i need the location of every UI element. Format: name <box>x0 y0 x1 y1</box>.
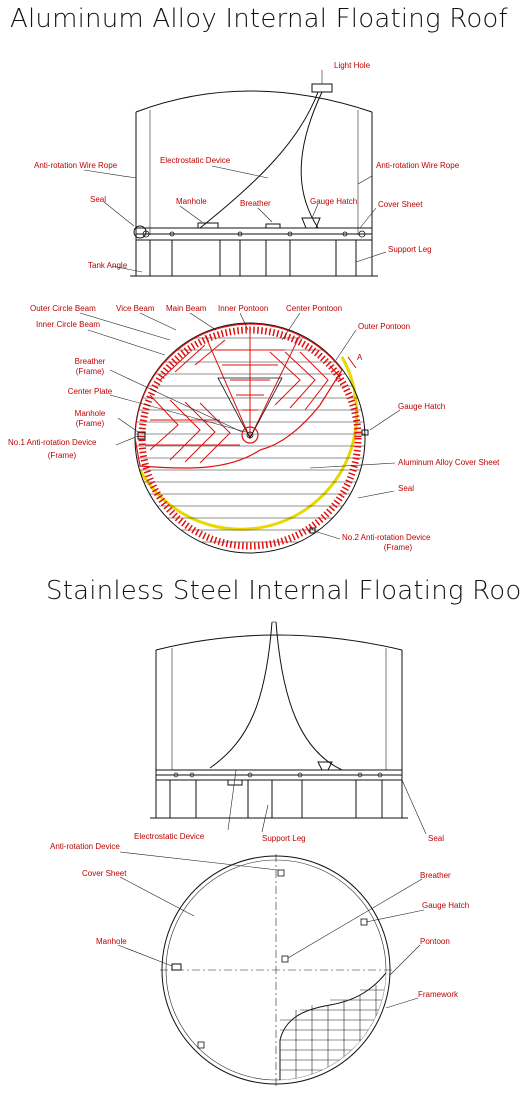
light-hole-icon <box>311 83 333 93</box>
framework-grid <box>279 958 386 1080</box>
no2-anti-rotation-device-icon <box>309 527 316 534</box>
outer-pontoon-label: Outer Pontoon <box>358 322 410 331</box>
electrostatic-device-label: Electrostatic Device <box>160 156 231 165</box>
anti-rotation-left-label: Anti-rotation Wire Rope <box>34 161 118 170</box>
light-hole-label: Light Hole <box>334 61 371 70</box>
section-a-label-2: A <box>336 374 342 383</box>
ss-breather-label: Breather <box>420 871 451 880</box>
aluminum-elevation: Light Hole Anti-rotation Wire Rope Elect… <box>34 61 460 277</box>
center-plate-label: Center Plate <box>68 387 113 396</box>
breather-label: Breather <box>240 199 271 208</box>
breather-frame-label: (Frame) <box>76 367 105 376</box>
no1-device-label: No.1 Anti-rotation Device <box>8 438 97 447</box>
stainless-elevation: Electrostatic Device Support Leg Seal <box>134 621 444 843</box>
ss-pontoon-label: Pontoon <box>420 937 450 946</box>
main-beam-label: Main Beam <box>166 304 207 313</box>
no1-anti-rotation-device-icon <box>137 431 146 440</box>
ss-anti-rotation-device-icon <box>277 869 285 877</box>
center-pontoon-label: Center Pontoon <box>286 304 342 313</box>
breather-plan-label: Breather <box>75 357 106 366</box>
gauge-hatch-icon <box>361 429 369 436</box>
no2-device-label: No.2 Anti-rotation Device <box>342 533 431 542</box>
stainless-plan: Anti-rotation Device Cover Sheet Breathe… <box>50 842 469 1086</box>
manhole-label: Manhole <box>176 197 207 206</box>
seal-label: Seal <box>90 195 106 204</box>
manhole-frame-label: (Frame) <box>76 419 105 428</box>
inner-pontoon-label: Inner Pontoon <box>218 304 268 313</box>
stainless-roof-title: Stainless Steel Internal Floating Roof <box>46 576 520 606</box>
ss-gauge-hatch-label: Gauge Hatch <box>422 901 469 910</box>
ss-cover-sheet-label: Cover Sheet <box>82 869 127 878</box>
gauge-hatch-icon <box>301 217 321 229</box>
breather-icon <box>265 223 281 229</box>
tank-angle-label: Tank Angle <box>88 261 128 270</box>
anti-rotation-right-label: Anti-rotation Wire Rope <box>376 161 460 170</box>
section-a-label: A <box>357 353 363 362</box>
framework-region <box>135 323 343 469</box>
ss-breather-icon <box>281 955 289 963</box>
manhole-icon <box>197 222 219 229</box>
ss-manhole-label: Manhole <box>96 937 127 946</box>
vice-beam-label: Vice Beam <box>116 304 155 313</box>
no2-frame-label: (Frame) <box>384 543 413 552</box>
seal-plan-label: Seal <box>398 484 414 493</box>
ss-bottom-device-icon <box>197 1041 205 1049</box>
gauge-hatch-label: Gauge Hatch <box>310 197 357 206</box>
gauge-hatch-plan-label: Gauge Hatch <box>398 402 445 411</box>
ss-electrostatic-device-label: Electrostatic Device <box>134 832 205 841</box>
manhole-plan-label: Manhole <box>75 409 106 418</box>
outer-circle-beam-label: Outer Circle Beam <box>30 304 96 313</box>
aluminum-plan: Outer Circle Beam Vice Beam Main Beam In… <box>8 304 500 554</box>
aluminum-roof-title: Aluminum Alloy Internal Floating Roof <box>10 4 508 34</box>
ss-seal-label: Seal <box>428 834 444 843</box>
ss-anti-rotation-device-label: Anti-rotation Device <box>50 842 120 851</box>
no1-frame-label: (Frame) <box>48 451 77 460</box>
ss-framework-label: Framework <box>418 990 459 999</box>
aluminum-cover-sheet-label: Aluminum Alloy Cover Sheet <box>398 458 500 467</box>
cover-sheet-label: Cover Sheet <box>378 200 423 209</box>
inner-circle-beam-label: Inner Circle Beam <box>36 320 100 329</box>
ss-support-leg-label: Support Leg <box>262 834 306 843</box>
ss-manhole-icon <box>171 963 182 971</box>
support-leg-label: Support Leg <box>388 245 432 254</box>
